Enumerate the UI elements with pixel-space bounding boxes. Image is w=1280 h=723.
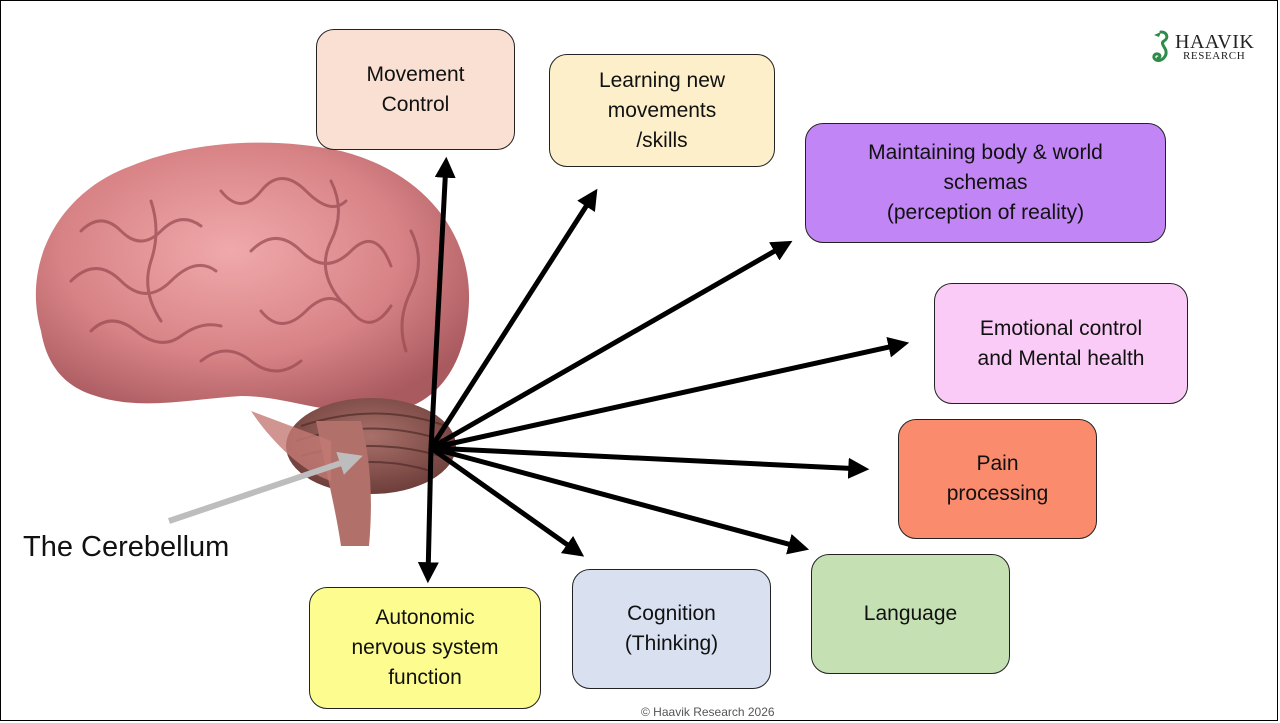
box-line: Learning new (598, 68, 726, 92)
arrow-to-emotional (430, 336, 910, 451)
box-line: Cognition (627, 602, 716, 625)
seahorse-logo-icon (1152, 30, 1169, 62)
arrow-to-pain (430, 445, 870, 479)
box-line: (perception of reality) (886, 201, 1085, 224)
box-line: schemas (943, 171, 1028, 194)
logo-sub: RESEARCH (1183, 50, 1246, 62)
cerebellum-label: The Cerebellum (23, 531, 230, 563)
arrow-to-autonomic (417, 447, 439, 584)
box-line: processing (946, 482, 1049, 505)
box-line: Language (863, 602, 958, 625)
arrow-to-learning (428, 188, 598, 450)
box-line: Maintaining body & world (868, 141, 1103, 164)
box-line: nervous system (351, 636, 499, 659)
copyright: © Haavik Research 2026 (641, 705, 775, 719)
cerebrum (35, 142, 470, 413)
arrow-to-movement (428, 156, 456, 449)
emotional-box: Emotional control and Mental health (934, 283, 1188, 404)
box-line: and Mental health (977, 346, 1145, 370)
schemas-box: Maintaining body & world schemas (percep… (805, 123, 1166, 243)
haavik-logo: HAAVIK RESEARCH (1147, 29, 1267, 65)
arrow-to-cognition (429, 445, 585, 557)
learning-box: Learning new movements /skills (549, 54, 775, 167)
box-line: function (388, 666, 462, 689)
arrow-to-schemas (429, 240, 793, 451)
box-line: /skills (636, 128, 688, 152)
box-line: movements (607, 98, 717, 122)
box-line: Pain (976, 452, 1019, 475)
box-line: Emotional control (979, 316, 1143, 340)
box-line: Autonomic (375, 606, 475, 629)
cognition-box: Cognition (Thinking) (572, 569, 771, 689)
autonomic-box: Autonomic nervous system function (309, 587, 541, 709)
arrow-to-language (430, 445, 810, 555)
language-box: Language (811, 554, 1010, 674)
cerebellum-pointer-arrow (168, 451, 363, 524)
pain-box: Pain processing (898, 419, 1097, 539)
logo-word: HAAVIK (1175, 31, 1255, 53)
box-line: Control (381, 92, 450, 116)
movement-control-box: Movement Control (316, 29, 515, 150)
box-line: (Thinking) (624, 632, 719, 655)
box-line: Movement (366, 62, 465, 86)
